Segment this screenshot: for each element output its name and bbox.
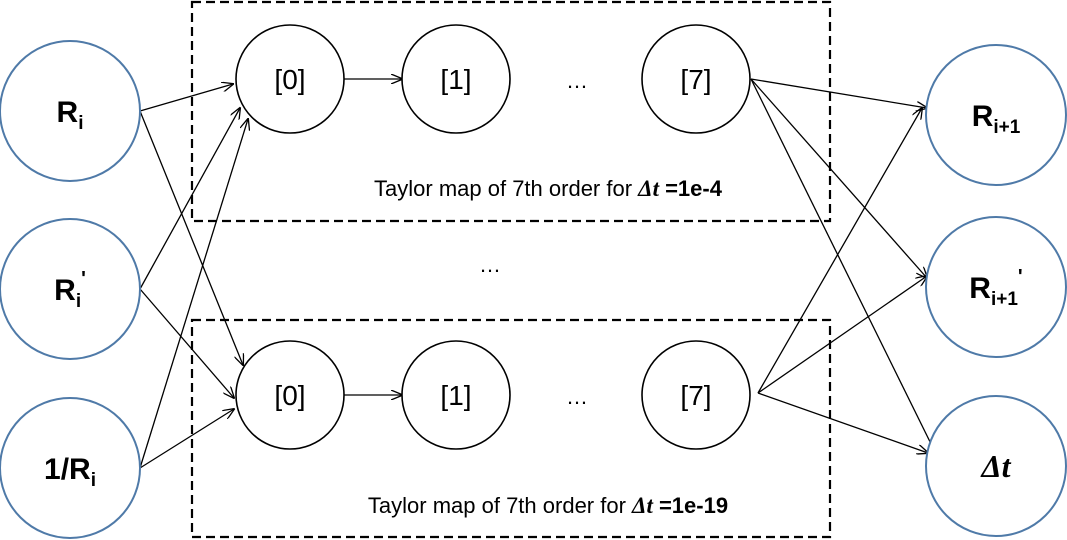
bottom-map-node-1: [1] [401, 340, 511, 450]
edge-bottom-7-to-r-next [757, 108, 922, 394]
svg-text:1/Ri: 1/Ri [44, 453, 96, 491]
top-block-caption: Taylor map of 7th order for Δt =1e-4 [374, 176, 723, 201]
svg-text:Ri': Ri' [54, 268, 86, 312]
input-node-inverse-r: 1/Ri [0, 397, 141, 539]
svg-text:[7]: [7] [680, 64, 711, 95]
bottom-map-node-7: [7] [641, 340, 751, 450]
top-map-node-0: [0] [235, 24, 345, 134]
svg-text:Δt: Δt [980, 448, 1012, 484]
edge-r-to-bottom-0 [139, 110, 243, 365]
edge-top-7-to-r-next [750, 78, 927, 108]
edge-bottom-7-to-delta-t [757, 392, 928, 453]
taylor-block-top-frame [190, 0, 832, 223]
blocks-ellipsis: … [479, 252, 501, 277]
svg-text:Ri+1: Ri+1 [972, 100, 1021, 138]
svg-text:[1]: [1] [440, 64, 471, 95]
edge-top-7-to-r-next-prime [750, 78, 927, 278]
svg-text:[0]: [0] [274, 380, 305, 411]
svg-text:[0]: [0] [274, 64, 305, 95]
bottom-chain-ellipsis: … [566, 384, 588, 409]
svg-text:Ri+1': Ri+1' [969, 266, 1022, 310]
edge-inverse-r-to-top-0 [139, 119, 248, 469]
top-map-node-7: [7] [641, 24, 751, 134]
input-node-r-prime: Ri' [0, 218, 141, 360]
svg-text:[7]: [7] [680, 380, 711, 411]
edge-r-prime-to-top-0 [139, 108, 240, 290]
bottom-block-caption: Taylor map of 7th order for Δt =1e-19 [368, 493, 728, 518]
taylor-block-bottom-frame [190, 318, 832, 539]
output-node-r-next-prime: Ri+1' [925, 216, 1067, 358]
edges [139, 78, 938, 469]
bottom-map-node-0: [0] [235, 340, 345, 450]
svg-text:[1]: [1] [440, 380, 471, 411]
svg-text:Ri: Ri [57, 96, 84, 134]
output-node-r-next: Ri+1 [925, 44, 1067, 186]
top-chain-ellipsis: … [566, 68, 588, 93]
edge-inverse-r-to-bottom-0 [139, 409, 234, 469]
top-map-node-1: [1] [401, 24, 511, 134]
edge-r-prime-to-bottom-0 [139, 288, 234, 398]
output-node-delta-t: Δt [925, 395, 1067, 537]
edge-bottom-7-to-r-next-prime [757, 276, 927, 394]
edge-top-7-to-delta-t [750, 78, 938, 458]
edge-r-to-top-0 [139, 84, 233, 112]
input-node-r: Ri [0, 40, 141, 182]
